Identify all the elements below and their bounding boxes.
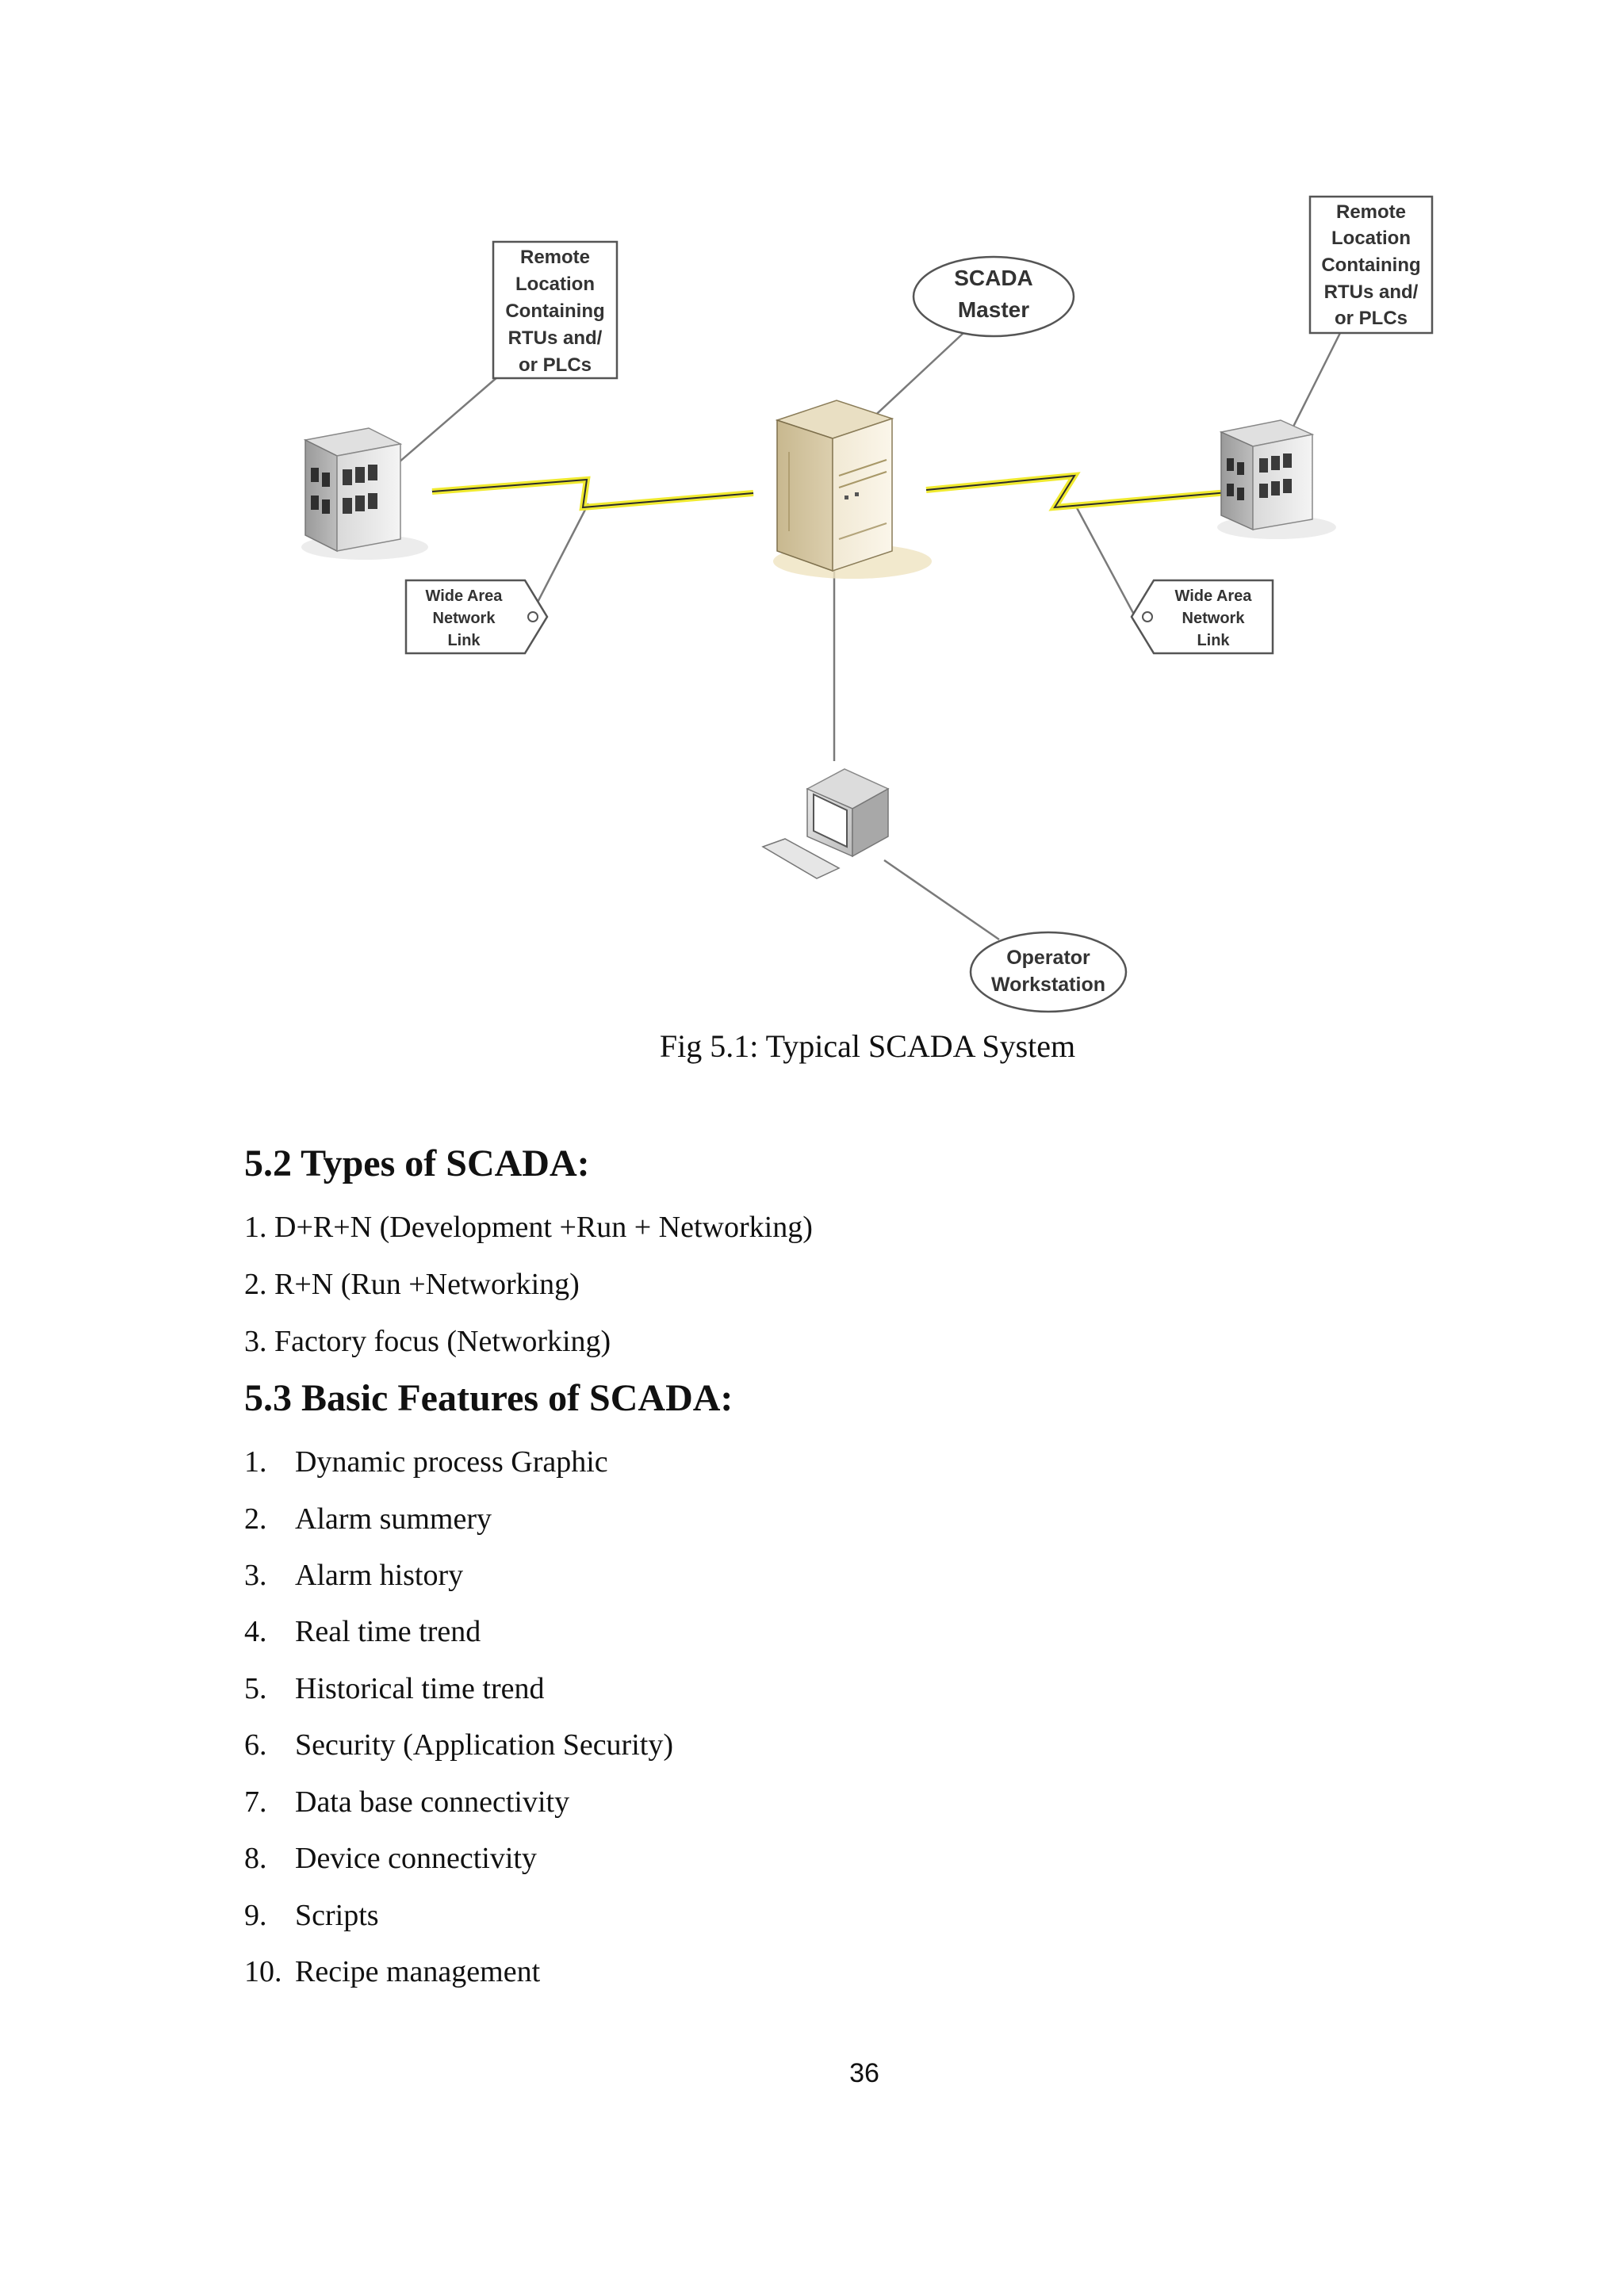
list-item: 3.Alarm history bbox=[244, 1559, 464, 1592]
wl-2: Link bbox=[447, 632, 481, 649]
remote-building-left-icon bbox=[301, 427, 428, 560]
scada-master-server-icon bbox=[773, 400, 932, 579]
section-heading-types: 5.2 Types of SCADA: bbox=[244, 1142, 590, 1184]
list-item: 10.Recipe management bbox=[244, 1955, 541, 1988]
list-item: 6.Security (Application Security) bbox=[244, 1728, 673, 1762]
connector-lines bbox=[392, 332, 1342, 941]
list-item: 2.Alarm summery bbox=[244, 1502, 492, 1536]
list-item: 5.Historical time trend bbox=[244, 1672, 545, 1705]
rl-l-1: Location bbox=[515, 274, 595, 295]
wan-link-left bbox=[431, 476, 754, 511]
wan-link-right bbox=[925, 472, 1238, 511]
list-item: 1.Dynamic process Graphic bbox=[244, 1445, 608, 1479]
wl-1: Network bbox=[433, 610, 496, 627]
rl-r-0: Remote bbox=[1336, 201, 1406, 223]
remote-building-right-icon bbox=[1217, 419, 1336, 539]
list-item: 9.Scripts bbox=[244, 1899, 379, 1932]
rl-r-4: or PLCs bbox=[1335, 308, 1408, 329]
rl-l-3: RTUs and/ bbox=[508, 327, 603, 349]
wr-2: Link bbox=[1197, 632, 1230, 649]
wl-0: Wide Area bbox=[426, 587, 504, 605]
figure-caption: Fig 5.1: Typical SCADA System bbox=[659, 1028, 1076, 1064]
wr-0: Wide Area bbox=[1175, 587, 1253, 605]
rl-r-1: Location bbox=[1331, 228, 1411, 249]
wr-1: Network bbox=[1182, 610, 1246, 627]
list-item: 4.Real time trend bbox=[244, 1615, 481, 1648]
scada-master-label: SCADA Master bbox=[912, 255, 1075, 338]
rl-r-3: RTUs and/ bbox=[1324, 281, 1419, 303]
list-item: 3. Factory focus (Networking) bbox=[244, 1325, 611, 1358]
list-item: 7.Data base connectivity bbox=[244, 1785, 570, 1819]
rl-l-4: or PLCs bbox=[519, 354, 592, 376]
operator-workstation-icon bbox=[761, 768, 890, 879]
list-item: 8.Device connectivity bbox=[244, 1842, 537, 1875]
page-number: 36 bbox=[849, 2058, 879, 2088]
ow-0: Operator bbox=[1006, 947, 1090, 969]
section-heading-features: 5.3 Basic Features of SCADA: bbox=[244, 1377, 733, 1419]
list-item: 1. D+R+N (Development +Run + Networking) bbox=[244, 1211, 813, 1244]
ow-1: Workstation bbox=[991, 974, 1105, 996]
list-item: 2. R+N (Run +Networking) bbox=[244, 1268, 580, 1301]
rl-l-0: Remote bbox=[520, 247, 590, 268]
sm-0: SCADA bbox=[954, 266, 1033, 290]
sm-1: Master bbox=[958, 297, 1029, 322]
rl-r-2: Containing bbox=[1321, 254, 1420, 276]
rl-l-2: Containing bbox=[505, 300, 604, 322]
